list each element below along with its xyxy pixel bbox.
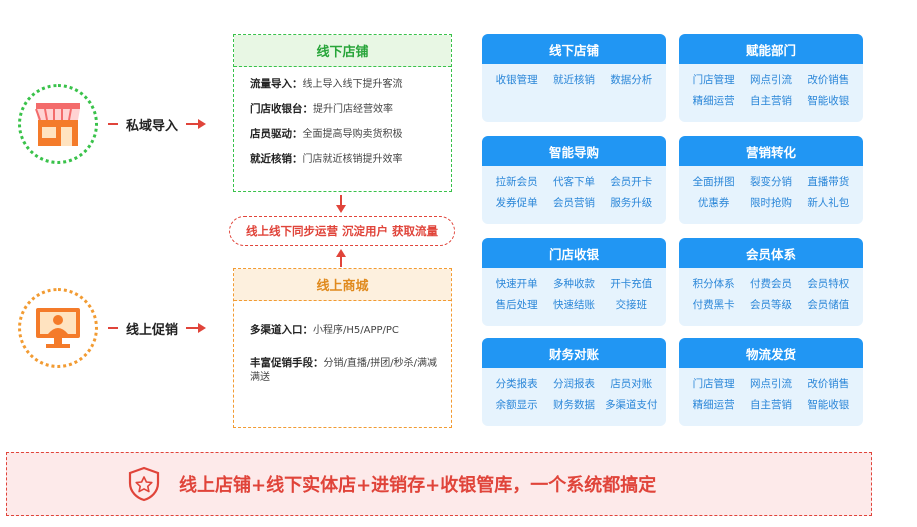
card-item: 发券促单 bbox=[495, 197, 538, 209]
online-mall-box: 线上商城 多渠道入口：小程序/H5/APP/PC 丰富促销手段：分销/直播/拼团… bbox=[233, 268, 452, 428]
connector-dash bbox=[108, 123, 118, 125]
card-item: 会员开卡 bbox=[610, 176, 653, 188]
card-item: 财务数据 bbox=[552, 399, 595, 411]
card-item: 会员储值 bbox=[807, 299, 850, 311]
card-enable-dept: 赋能部门 门店管理 网点引流 改价销售 精细运营 自主营销 智能收银 bbox=[679, 34, 863, 122]
card-item: 会员等级 bbox=[749, 299, 792, 311]
card-finance: 财务对账 分类报表 分润报表 店员对账 余额显示 财务数据 多渠道支付 bbox=[482, 338, 666, 426]
channel-private: 私域导入 bbox=[18, 84, 207, 164]
right-arrow-icon bbox=[186, 119, 207, 129]
offline-store-title: 线下店铺 bbox=[234, 35, 451, 67]
online-row: 多渠道入口：小程序/H5/APP/PC bbox=[250, 324, 399, 336]
card-item: 多种收款 bbox=[552, 278, 595, 290]
card-item: 付费会员 bbox=[749, 278, 792, 290]
card-item: 自主营销 bbox=[749, 399, 792, 411]
card-item: 分润报表 bbox=[552, 378, 595, 390]
card-item: 数据分析 bbox=[610, 74, 653, 86]
card-marketing: 营销转化 全面拼图 裂变分销 直播带货 优惠券 限时抢购 新人礼包 bbox=[679, 136, 863, 224]
card-title: 会员体系 bbox=[679, 238, 863, 268]
card-title: 门店收银 bbox=[482, 238, 666, 268]
card-item: 服务升级 bbox=[610, 197, 653, 209]
card-title: 营销转化 bbox=[679, 136, 863, 166]
card-logistics: 物流发货 门店管理 网点引流 改价销售 精细运营 自主营销 智能收银 bbox=[679, 338, 863, 426]
card-item: 网点引流 bbox=[749, 74, 792, 86]
card-item: 付费黑卡 bbox=[692, 299, 735, 311]
connector-dash bbox=[108, 327, 118, 329]
card-item: 智能收银 bbox=[807, 399, 850, 411]
card-title: 智能导购 bbox=[482, 136, 666, 166]
card-smart-guide: 智能导购 拉新会员 代客下单 会员开卡 发券促单 会员营销 服务升级 bbox=[482, 136, 666, 224]
card-item: 限时抢购 bbox=[749, 197, 792, 209]
card-item: 积分体系 bbox=[692, 278, 735, 290]
card-store-cashier: 门店收银 快速开单 多种收款 开卡充值 售后处理 快速结账 交接班 bbox=[482, 238, 666, 326]
card-title: 物流发货 bbox=[679, 338, 863, 368]
card-item: 精细运营 bbox=[692, 399, 735, 411]
monitor-user-icon bbox=[36, 308, 80, 348]
card-item: 余额显示 bbox=[495, 399, 538, 411]
card-item: 快速结账 bbox=[552, 299, 595, 311]
card-item: 开卡充值 bbox=[610, 278, 653, 290]
card-item: 全面拼图 bbox=[692, 176, 735, 188]
down-arrow-icon bbox=[336, 195, 346, 213]
card-item: 门店管理 bbox=[692, 74, 735, 86]
banner-text: 线上店铺+线下实体店+进销存+收银管库，一个系统都搞定 bbox=[179, 475, 657, 496]
monitor-circle bbox=[18, 288, 98, 368]
card-item: 自主营销 bbox=[749, 95, 792, 107]
channel-online: 线上促销 bbox=[18, 288, 207, 368]
offline-row: 流量导入：线上导入线下提升客流 bbox=[250, 78, 403, 90]
offline-store-box: 线下店铺 流量导入：线上导入线下提升客流 门店收银台：提升门店经营效率 店员驱动… bbox=[233, 34, 452, 192]
bottom-banner: 线上店铺+线下实体店+进销存+收银管库，一个系统都搞定 bbox=[6, 452, 872, 516]
card-item: 网点引流 bbox=[749, 378, 792, 390]
card-item: 会员特权 bbox=[807, 278, 850, 290]
storefront-icon bbox=[35, 103, 80, 146]
card-offline-store: 线下店铺 收银管理 就近核销 数据分析 bbox=[482, 34, 666, 122]
card-item: 代客下单 bbox=[552, 176, 595, 188]
storefront-circle bbox=[18, 84, 98, 164]
up-arrow-icon bbox=[336, 249, 346, 267]
card-title: 线下店铺 bbox=[482, 34, 666, 64]
shield-star-icon bbox=[128, 466, 160, 502]
card-item: 多渠道支付 bbox=[605, 399, 658, 411]
card-item: 店员对账 bbox=[610, 378, 653, 390]
card-item: 分类报表 bbox=[495, 378, 538, 390]
right-arrow-icon bbox=[186, 323, 207, 333]
card-item: 改价销售 bbox=[807, 74, 850, 86]
card-item: 改价销售 bbox=[807, 378, 850, 390]
offline-row: 就近核销：门店就近核销提升效率 bbox=[250, 153, 403, 165]
card-item: 交接班 bbox=[615, 299, 648, 311]
card-item: 精细运营 bbox=[692, 95, 735, 107]
card-item: 直播带货 bbox=[807, 176, 850, 188]
sync-operation-pill: 线上线下同步运营 沉淀用户 获取流量 bbox=[229, 216, 455, 246]
card-title: 财务对账 bbox=[482, 338, 666, 368]
online-mall-title: 线上商城 bbox=[234, 269, 451, 301]
card-item: 裂变分销 bbox=[749, 176, 792, 188]
online-row: 丰富促销手段：分销/直播/拼团/秒杀/满减满送 bbox=[250, 357, 437, 383]
card-item: 会员营销 bbox=[552, 197, 595, 209]
card-item: 优惠券 bbox=[697, 197, 730, 209]
card-item: 快速开单 bbox=[495, 278, 538, 290]
card-item: 收银管理 bbox=[495, 74, 538, 86]
offline-row: 门店收银台：提升门店经营效率 bbox=[250, 103, 393, 115]
card-item: 售后处理 bbox=[495, 299, 538, 311]
card-membership: 会员体系 积分体系 付费会员 会员特权 付费黑卡 会员等级 会员储值 bbox=[679, 238, 863, 326]
offline-row: 店员驱动：全面提高导购卖货积极 bbox=[250, 128, 403, 140]
card-item: 拉新会员 bbox=[495, 176, 538, 188]
card-item: 新人礼包 bbox=[807, 197, 850, 209]
card-item: 就近核销 bbox=[552, 74, 595, 86]
card-title: 赋能部门 bbox=[679, 34, 863, 64]
card-item: 智能收银 bbox=[807, 95, 850, 107]
card-item: 门店管理 bbox=[692, 378, 735, 390]
private-label: 私域导入 bbox=[126, 118, 179, 134]
online-label: 线上促销 bbox=[126, 322, 179, 338]
